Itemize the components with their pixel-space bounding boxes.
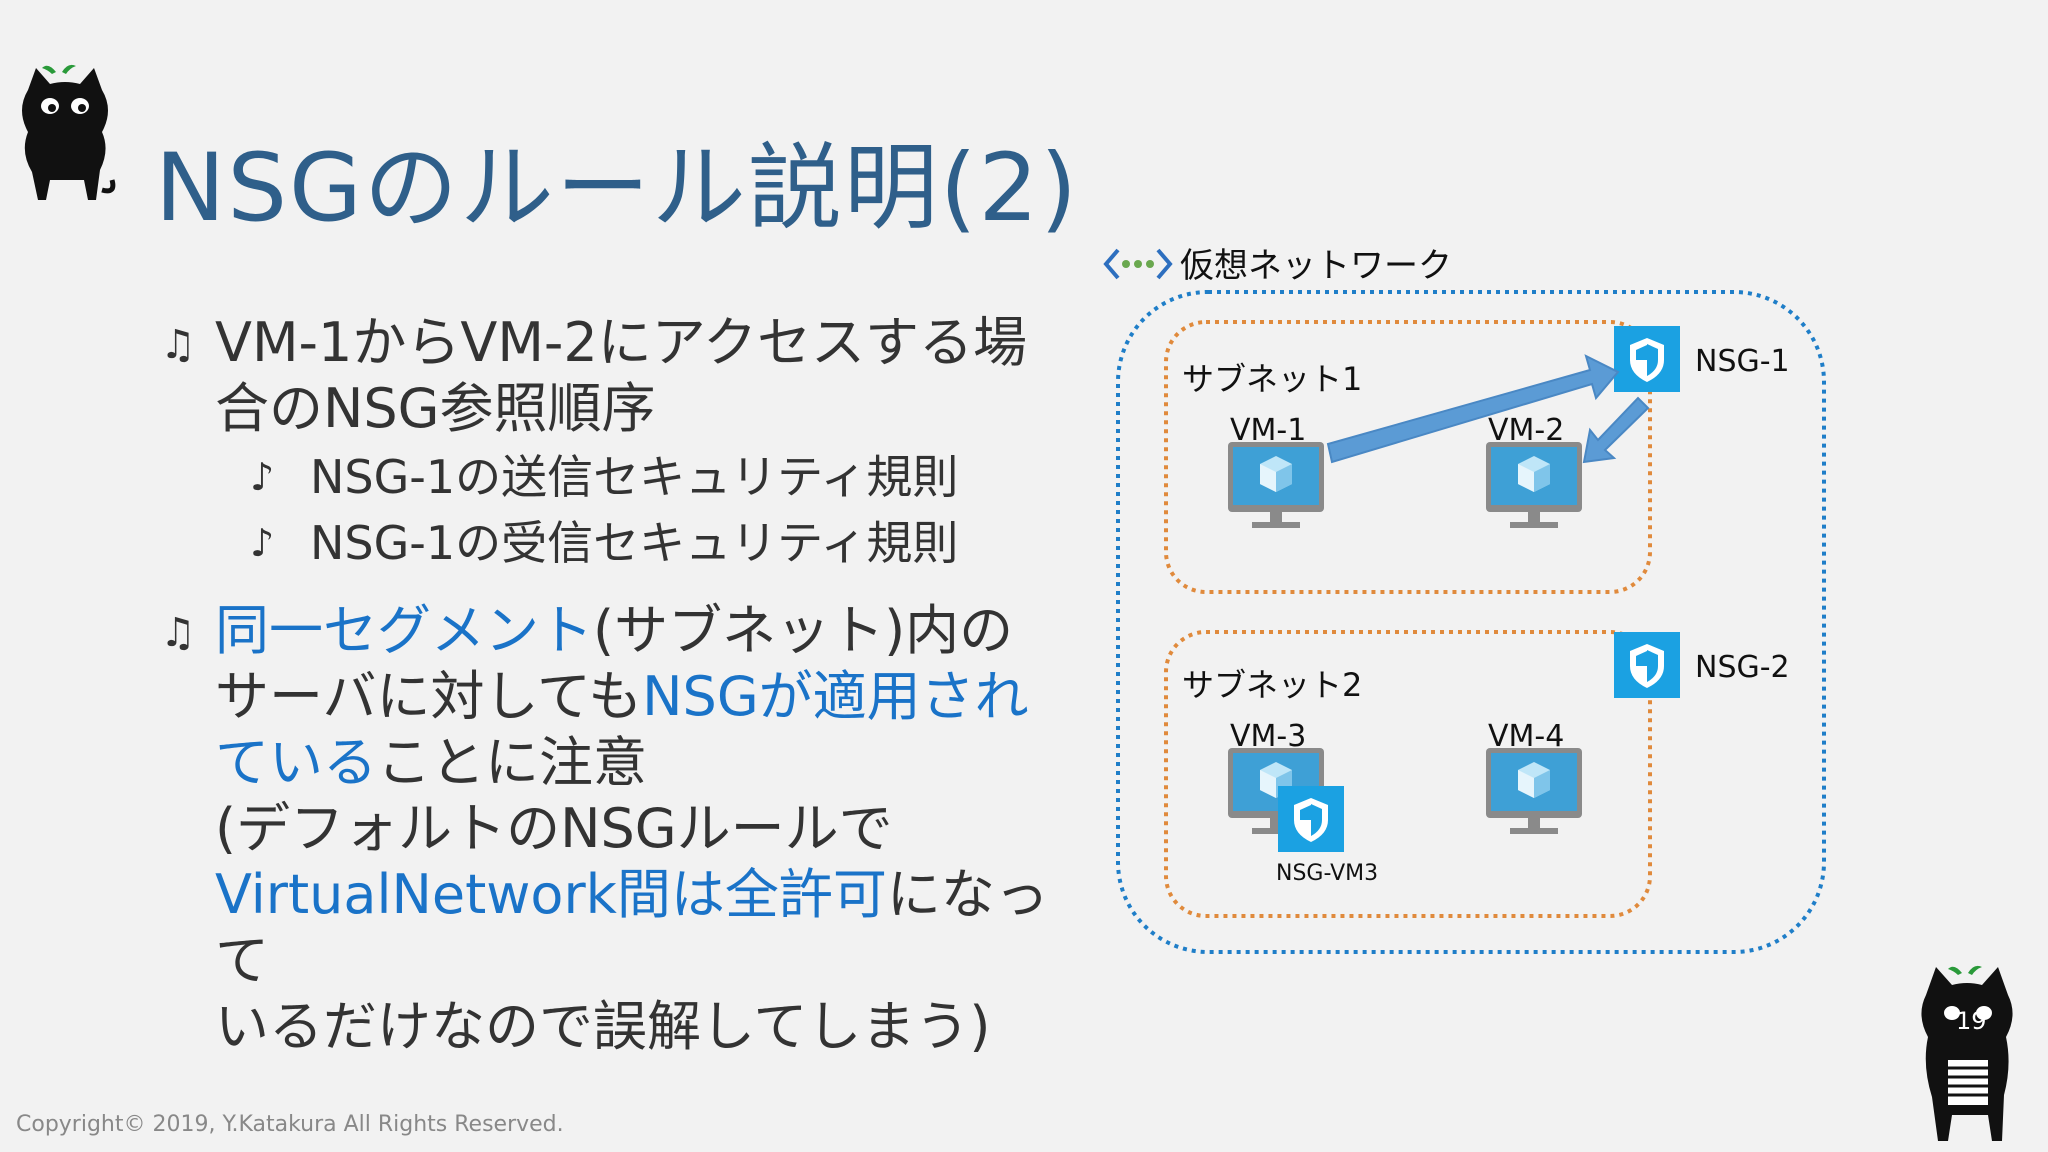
highlight-text: 同一セグメント xyxy=(215,599,593,662)
page-number: 19 xyxy=(1956,1007,1987,1035)
bullet-text: (サブネット)内の xyxy=(593,599,1014,662)
music-note-icon: ♫ xyxy=(160,322,196,368)
subnet1-boundary xyxy=(1164,320,1652,594)
sub-bullet-item: ♪ NSG-1の送信セキュリティ規則 xyxy=(160,444,1100,510)
vnet-label: 仮想ネットワーク xyxy=(1180,246,1452,286)
vm4-monitor-icon xyxy=(1486,748,1582,834)
subnet1-label: サブネット1 xyxy=(1182,360,1362,398)
bullet-text: サーバに対しても xyxy=(215,665,643,728)
highlight-text: VirtualNetwork間は全許可 xyxy=(215,863,887,926)
network-diagram: 仮想ネットワーク サブネット1 サブネット2 NSG-1 NSG-2 VM-1 … xyxy=(1103,246,1826,954)
nsg1-label: NSG-1 xyxy=(1695,344,1790,379)
bullet-text: になって xyxy=(215,863,1049,992)
vnet-icon xyxy=(1103,248,1173,280)
cat-mascot-bottom xyxy=(1921,965,2013,1141)
saxophone-icon: ♪ xyxy=(250,455,275,499)
bullet-text: VM-1からVM-2にアクセスする場 xyxy=(215,311,1028,374)
music-note-icon: ♫ xyxy=(160,610,196,656)
highlight-text: ている xyxy=(215,731,377,794)
bullet-list: ♫ VM-1からVM-2にアクセスする場 合のNSG参照順序 ♪ NSG-1の送… xyxy=(160,310,1100,1060)
nsg-vm3-label: NSG-VM3 xyxy=(1276,861,1378,886)
saxophone-icon: ♪ xyxy=(250,521,275,565)
sub-bullet-text: NSG-1の送信セキュリティ規則 xyxy=(310,450,959,504)
bullet-item: ♫ VM-1からVM-2にアクセスする場 合のNSG参照順序 xyxy=(160,310,1100,442)
vnet-boundary xyxy=(1116,290,1826,954)
sub-bullet-item: ♪ NSG-1の受信セキュリティ規則 xyxy=(160,510,1100,576)
highlight-text: NSGが適用され xyxy=(642,665,1029,728)
bullet-text: ことに注意 xyxy=(377,731,647,794)
sub-bullet-text: NSG-1の受信セキュリティ規則 xyxy=(310,516,959,570)
nsg2-label: NSG-2 xyxy=(1695,650,1790,685)
slide-title: NSGのルール説明(2) xyxy=(155,134,1079,243)
bullet-text: いるだけなので誤解してしまう) xyxy=(215,995,991,1058)
subnet2-boundary xyxy=(1164,630,1652,918)
vm2-monitor-icon xyxy=(1486,442,1582,528)
nsg-vm3-shield-icon xyxy=(1278,786,1344,852)
vm1-monitor-icon xyxy=(1228,442,1324,528)
cat-mascot-top xyxy=(22,64,116,200)
bullet-text: 合のNSG参照順序 xyxy=(215,377,656,440)
arrow-vm1-to-nsg1 xyxy=(1326,354,1620,464)
bullet-text: (デフォルトのNSGルールで xyxy=(215,797,893,860)
arrow-nsg1-to-vm2 xyxy=(1582,396,1650,464)
bullet-item: ♫ 同一セグメント(サブネット)内の サーバに対してもNSGが適用され ているこ… xyxy=(160,598,1100,1060)
nsg2-shield-icon xyxy=(1614,632,1680,698)
nsg1-shield-icon xyxy=(1614,326,1680,392)
subnet2-label: サブネット2 xyxy=(1182,666,1362,704)
copyright-text: Copyright© 2019, Y.Katakura All Rights R… xyxy=(16,1112,564,1137)
